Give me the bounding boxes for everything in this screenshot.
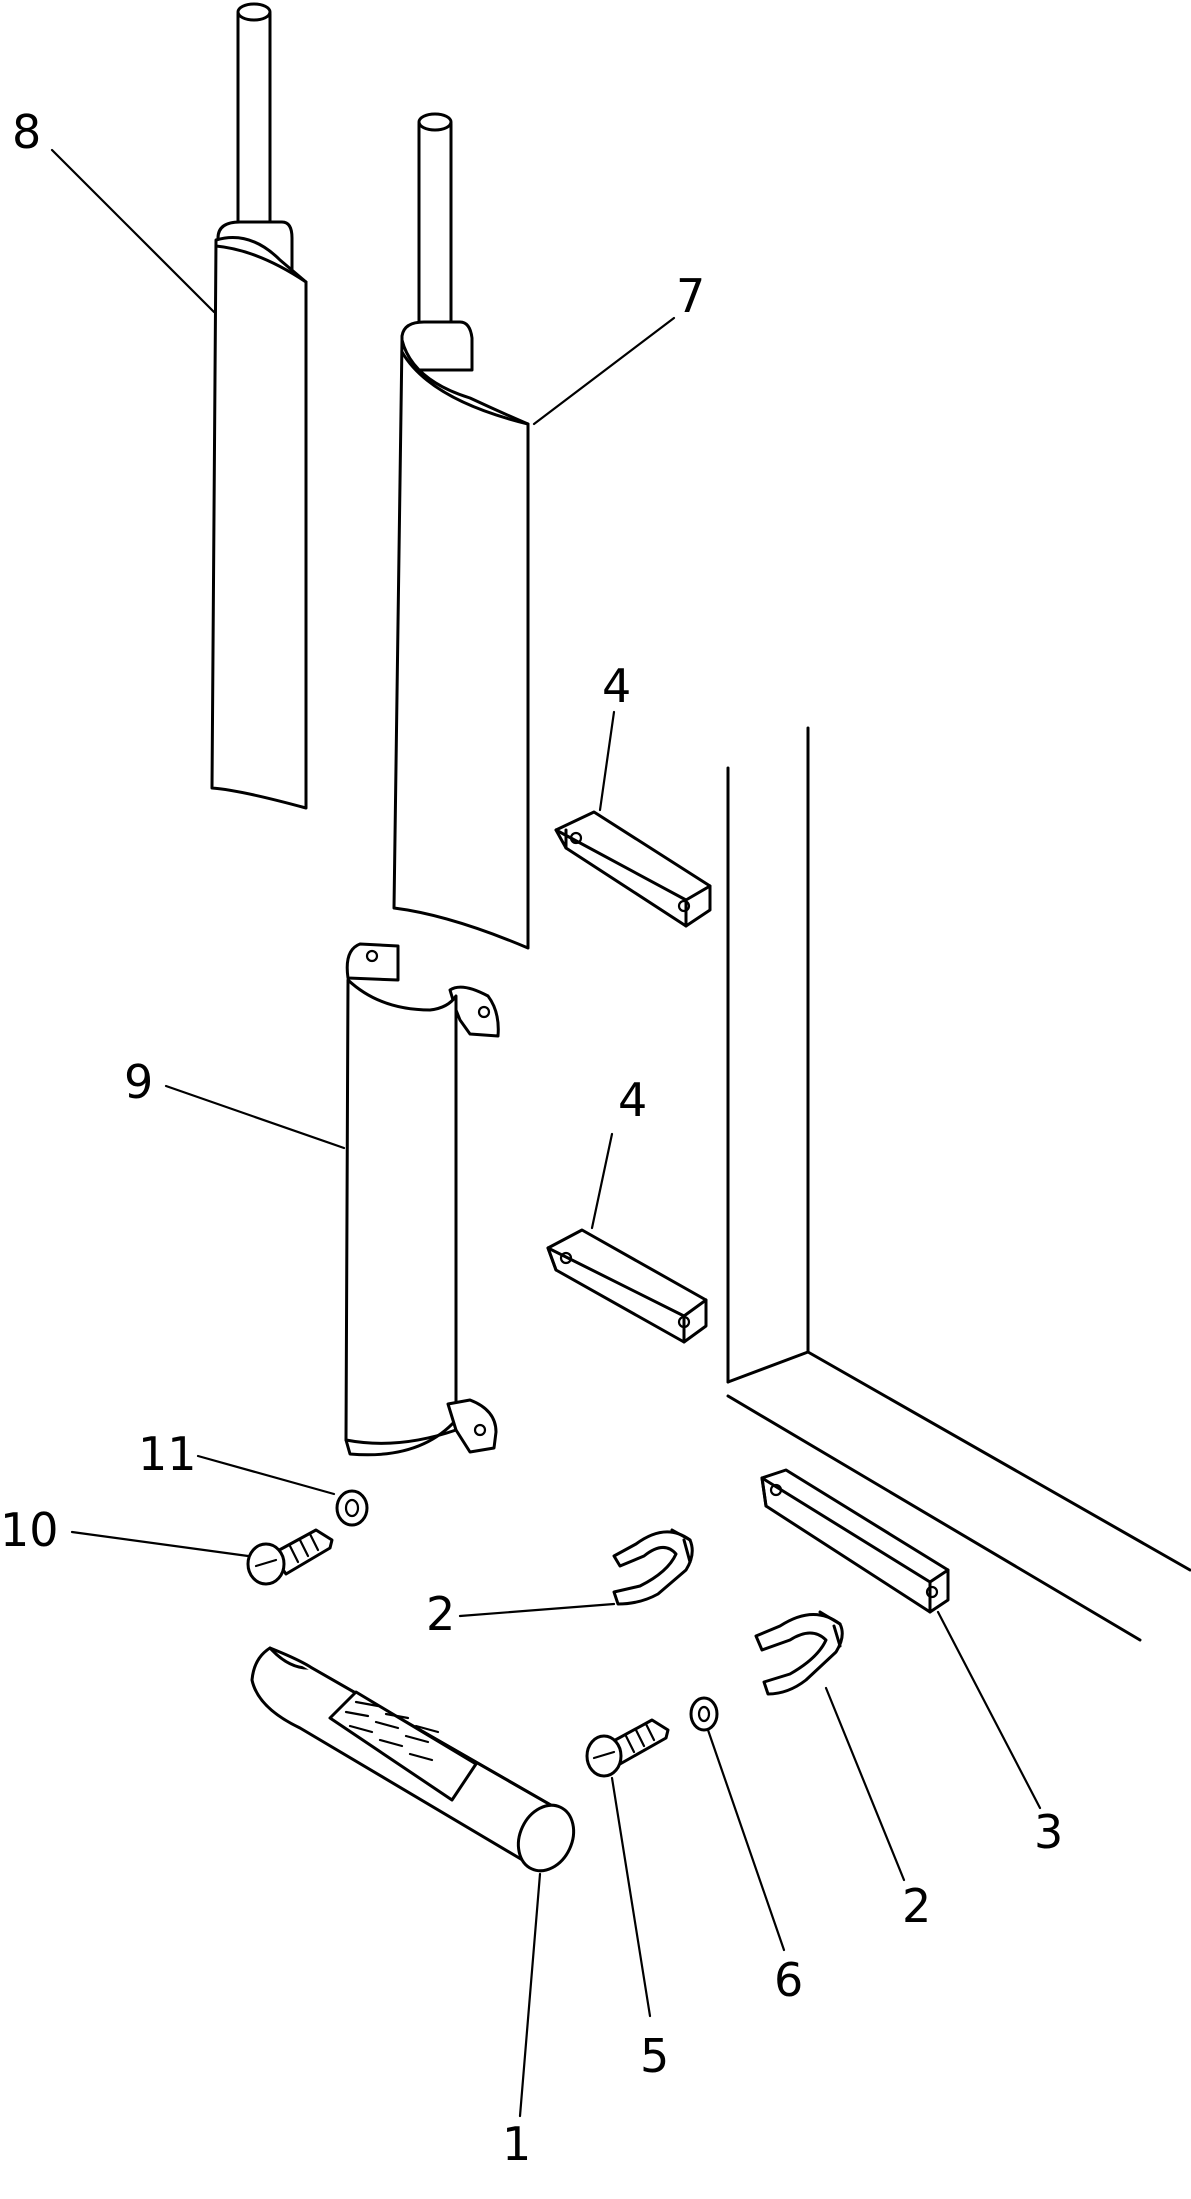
part-5-screw <box>585 1718 670 1778</box>
callout-labels: 8 7 4 9 4 11 10 2 3 2 6 5 1 <box>0 105 1063 2171</box>
leader-4b <box>590 1132 614 1230</box>
part-10-screw <box>246 1528 334 1586</box>
part-1-cylinder <box>250 1646 576 1873</box>
leader-9 <box>164 1084 346 1150</box>
leader-lines <box>50 148 1042 2118</box>
leader-8 <box>50 148 216 314</box>
callout-6: 6 <box>774 1953 803 2007</box>
leader-4a <box>598 710 616 812</box>
callout-3: 3 <box>1034 1805 1063 1859</box>
leader-2a <box>458 1602 616 1618</box>
part-11-washer <box>335 1489 369 1527</box>
part-4-spacer-lower <box>546 1228 708 1344</box>
part-2-clamp-upper <box>612 1528 694 1606</box>
leader-7 <box>532 316 676 426</box>
part-2-clamp-lower <box>754 1610 844 1696</box>
leader-1 <box>518 1872 542 2118</box>
callout-8: 8 <box>12 105 41 159</box>
callout-11: 11 <box>138 1427 197 1481</box>
callout-1: 1 <box>502 2117 531 2171</box>
callout-9: 9 <box>124 1055 153 1109</box>
part-8-rod-with-cover <box>210 2 308 810</box>
leader-11 <box>196 1454 336 1496</box>
part-7-rod-with-cover <box>392 112 530 950</box>
callout-4a: 4 <box>602 659 631 713</box>
callout-7: 7 <box>676 269 705 323</box>
part-9-bracket-cover <box>344 942 500 1457</box>
leader-5 <box>610 1776 652 2018</box>
callout-10: 10 <box>0 1503 59 1557</box>
leader-3 <box>936 1610 1042 1810</box>
wall-frame <box>726 726 1191 1642</box>
callout-5: 5 <box>640 2029 669 2083</box>
leader-2b <box>824 1686 906 1882</box>
leader-10 <box>70 1530 250 1558</box>
callout-4b: 4 <box>618 1073 647 1127</box>
part-4-spacer-upper <box>554 810 712 928</box>
leader-6 <box>706 1728 786 1952</box>
callout-2b: 2 <box>902 1879 931 1933</box>
callout-2a: 2 <box>426 1587 455 1641</box>
part-3-bar <box>760 1468 950 1614</box>
part-6-washer <box>689 1696 719 1732</box>
